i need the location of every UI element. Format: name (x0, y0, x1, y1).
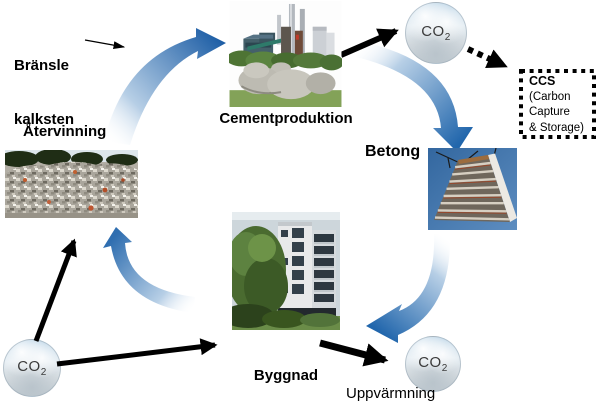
co2-label: CO2 (418, 354, 448, 374)
ccs-title: CCS (529, 74, 556, 88)
ccs-line3: & Storage) (529, 121, 584, 134)
swoosh-building-to-recycling (103, 227, 195, 313)
cement-plant-photo (229, 1, 342, 107)
co2-sphere-left: CO2 (3, 339, 61, 397)
annotation-line2: kalksten (14, 111, 75, 128)
label-heating: Uppvärmning (346, 385, 436, 402)
annotation-bransle-kalksten: Bränsle kalksten (14, 21, 74, 165)
swoosh-concrete-to-building (366, 234, 451, 343)
label-building: Byggnad driftsfas (236, 333, 336, 407)
swoosh-recycling-to-cement (104, 28, 226, 145)
annotation-line1: Bränsle (14, 57, 70, 74)
label-building-line1: Byggnad (253, 367, 319, 384)
co2-sphere-top: CO2 (405, 2, 467, 64)
arrow-cement-to-co2 (339, 28, 399, 58)
label-recycling: Återvinning (23, 123, 107, 140)
label-concrete: Betong (365, 143, 421, 160)
arrow-annotation-bransle (84, 39, 126, 50)
arrow-co2-to-ccs-dashed (466, 46, 508, 69)
arrow-co2-to-recycling (33, 238, 77, 342)
ccs-line1: (Carbon (529, 90, 571, 103)
arrow-co2-to-building (56, 338, 218, 367)
ccs-box: CCS (Carbon Capture & Storage) (529, 74, 584, 136)
apartment-building-photo (232, 212, 340, 330)
co2-sphere-bottom: CO2 (405, 336, 461, 392)
concrete-construction-photo (428, 148, 517, 230)
recycling-rubble-pile-photo (5, 150, 138, 218)
co2-label: CO2 (17, 358, 47, 378)
label-cement: Cementproduktion (219, 110, 353, 127)
ccs-line2: Capture (529, 106, 570, 118)
swoosh-cement-to-concrete (356, 41, 473, 152)
co2-label: CO2 (421, 23, 451, 43)
